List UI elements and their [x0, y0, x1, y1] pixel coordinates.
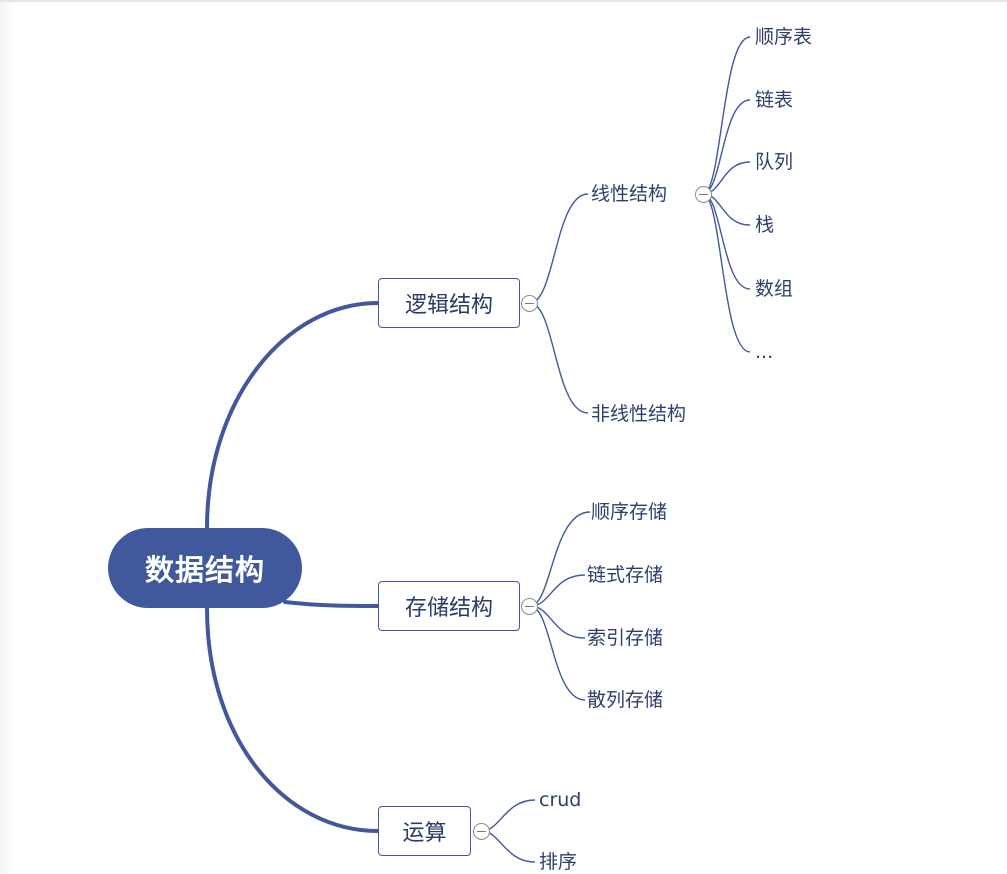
- leaf-ellipsis[interactable]: ...: [755, 341, 774, 363]
- leaf-linked-list[interactable]: 链表: [755, 89, 794, 111]
- connector-root-storage: [283, 600, 380, 608]
- leaf-sequential-list[interactable]: 顺序表: [755, 26, 813, 48]
- branch-node-operations[interactable]: 运算: [378, 806, 471, 856]
- connector-root-ops: [205, 606, 380, 833]
- leaf-linked-storage[interactable]: 链式存储: [587, 564, 664, 586]
- connector-logic-linear: [529, 193, 589, 304]
- connector-storage-4: [529, 605, 586, 701]
- leaf-queue[interactable]: 队列: [755, 151, 794, 173]
- node-linear-structure[interactable]: 线性结构: [591, 183, 668, 205]
- connector-linear-6: [702, 193, 751, 353]
- branch-node-logical-structure[interactable]: 逻辑结构: [378, 278, 520, 328]
- connector-storage-1: [529, 511, 591, 607]
- collapse-toggle-icon[interactable]: [473, 823, 490, 840]
- connector-ops-1: [481, 799, 536, 832]
- leaf-hash-storage[interactable]: 散列存储: [587, 689, 664, 711]
- root-node[interactable]: 数据结构: [108, 528, 302, 608]
- collapse-toggle-icon[interactable]: [521, 295, 538, 312]
- top-divider: [0, 0, 1007, 2]
- leaf-index-storage[interactable]: 索引存储: [587, 627, 664, 649]
- collapse-toggle-icon[interactable]: [695, 186, 712, 203]
- leaf-stack[interactable]: 栈: [755, 214, 775, 236]
- connector-ops-2: [481, 830, 536, 863]
- connector-linear-5: [702, 193, 751, 290]
- connector-linear-2: [702, 99, 751, 195]
- leaf-sequential-storage[interactable]: 顺序存储: [591, 501, 668, 523]
- leaf-sorting[interactable]: 排序: [539, 851, 578, 873]
- branch-node-storage-structure[interactable]: 存储结构: [378, 581, 520, 631]
- leaf-crud[interactable]: crud: [539, 789, 582, 811]
- connector-logic-nonlinear: [529, 302, 589, 414]
- collapse-toggle-icon[interactable]: [521, 598, 538, 615]
- node-nonlinear-structure[interactable]: 非线性结构: [591, 403, 687, 425]
- connector-root-logic: [205, 301, 380, 530]
- left-edge-shadow: [0, 2, 14, 873]
- leaf-array[interactable]: 数组: [755, 278, 794, 300]
- connector-linear-1: [702, 36, 751, 195]
